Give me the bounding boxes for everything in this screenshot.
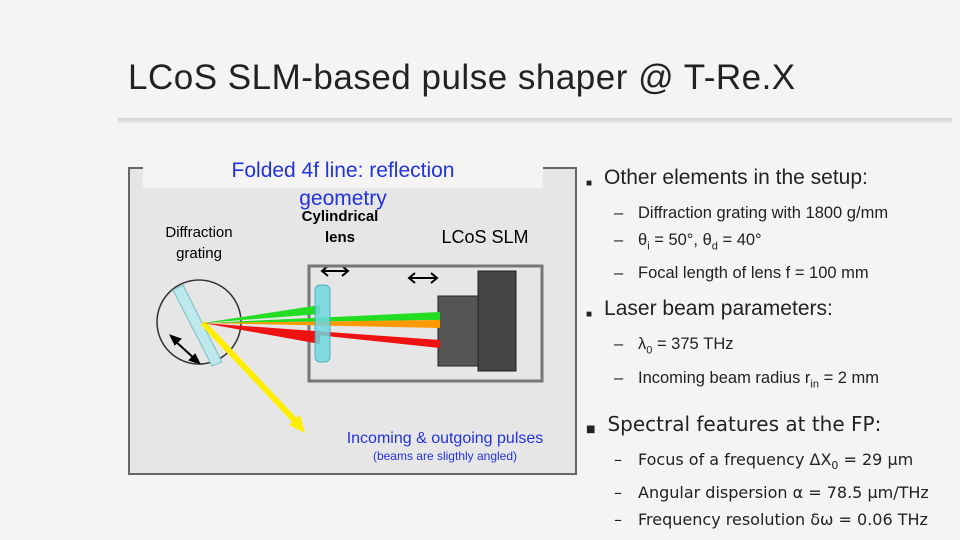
frequency-resolution: Frequency resolution δω = 0.06 THz xyxy=(638,510,928,530)
beam-yellow-arrowhead xyxy=(289,415,305,433)
grating-density: Diffraction grating with 1800 g/mm xyxy=(638,204,889,222)
beam-red-fan xyxy=(203,323,320,344)
slm-translation-arrow xyxy=(407,272,439,284)
heading-box xyxy=(143,158,543,188)
radius-text: Incoming beam radius rin = 2 mm xyxy=(638,368,880,390)
slm-housing xyxy=(477,270,517,372)
beam-yellow xyxy=(200,320,303,429)
slide-title: LCoS SLM-based pulse shaper @ T-Re.X xyxy=(128,58,796,97)
diagram-heading-line2: geometry xyxy=(299,187,387,210)
grating-label-2: grating xyxy=(176,245,222,262)
lambda-text: λ0 = 375 THz xyxy=(638,335,734,357)
focus-text: Focus of a frequency ΔX0 = 29 μm xyxy=(638,449,914,473)
bullet-other-heading: Other elements in the setup: xyxy=(604,166,868,189)
pulses-note: (beams are sligthly angled) xyxy=(373,449,517,463)
sub-bullet-focal: –Focal length of lens f = 100 mm xyxy=(614,260,952,287)
grating-rotation-arrow xyxy=(169,334,201,365)
sub-bullet-resolution: –Frequency resolution δω = 0.06 THz xyxy=(614,506,952,533)
sub-bullet-angular: –Angular dispersion α = 78.5 μm/THz xyxy=(614,479,952,506)
sub-bullet-radius: – Incoming beam radius rin = 2 mm xyxy=(614,365,952,398)
bullet-marker: ■ xyxy=(586,309,593,321)
bullet-list: ■ Other elements in the setup: –Diffract… xyxy=(586,166,952,533)
lens-label-2: lens xyxy=(325,229,355,246)
bullet-marker: ■ xyxy=(586,178,593,189)
slm-body xyxy=(437,295,481,367)
bullet-spectral: ■ Spectral features at the FP: xyxy=(586,412,952,442)
beam-green-fan xyxy=(203,305,320,323)
cylindrical-lens xyxy=(314,284,331,363)
grating-label-1: Diffraction xyxy=(165,224,232,241)
lens-label-1: Cylindrical xyxy=(302,208,379,225)
sub-bullet-grating: –Diffraction grating with 1800 g/mm xyxy=(614,200,952,227)
angles-text: θi = 50°, θd = 40° xyxy=(638,231,762,253)
bullet-spectral-heading: Spectral features at the FP: xyxy=(607,411,882,436)
title-divider xyxy=(118,118,952,123)
lens-translation-arrow xyxy=(320,265,350,277)
slm-label: LCoS SLM xyxy=(441,227,528,247)
sub-bullet-focus: – Focus of a frequency ΔX0 = 29 μm xyxy=(614,446,952,479)
bullet-other: ■ Other elements in the setup: xyxy=(586,166,952,196)
sub-bullet-angles: – θi = 50°, θd = 40° xyxy=(614,227,952,260)
sub-bullet-lambda: – λ0 = 375 THz xyxy=(614,331,952,364)
bullet-marker: ■ xyxy=(586,423,596,435)
angular-dispersion: Angular dispersion α = 78.5 μm/THz xyxy=(638,483,929,503)
focal-length: Focal length of lens f = 100 mm xyxy=(638,264,869,283)
diagram-heading-line1: Folded 4f line: reflection xyxy=(232,159,455,182)
bullet-laser: ■ Laser beam parameters: xyxy=(586,297,952,327)
bullet-laser-heading: Laser beam parameters: xyxy=(604,297,833,321)
pulses-label: Incoming & outgoing pulses xyxy=(347,430,544,447)
diffraction-grating xyxy=(172,284,223,367)
